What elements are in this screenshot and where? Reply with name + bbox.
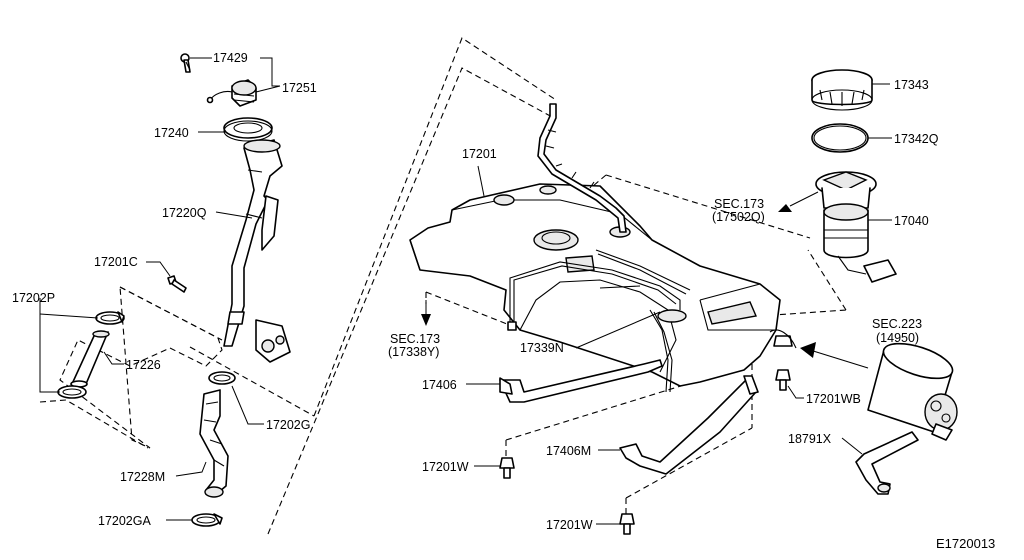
label-17202ga: 17202GA — [98, 514, 151, 528]
bolt-17201w-a — [499, 457, 515, 479]
label-18791x: 18791X — [788, 432, 832, 446]
part-labels: 17429 17251 17240 17220Q 17201C 17202P 1… — [12, 51, 995, 551]
label-17339n: 17339N — [520, 341, 564, 355]
label-17226: 17226 — [126, 358, 161, 372]
hose-clamp-lower — [57, 385, 87, 399]
tank-fuel-lines — [507, 249, 691, 393]
leader-lines — [39, 57, 892, 525]
label-17406m: 17406M — [546, 444, 591, 458]
filler-cap — [206, 79, 257, 107]
arrow-sec173-right — [778, 191, 819, 212]
hose-17226 — [70, 330, 110, 388]
label-17342q: 17342Q — [894, 132, 939, 146]
hose-clamp-17202ga — [191, 513, 223, 527]
canister-hose-18791x — [855, 431, 919, 495]
hose-clamp-17202g — [208, 371, 236, 385]
label-sec173-right-1: SEC.173 — [714, 197, 764, 211]
label-17202g: 17202G — [266, 418, 310, 432]
dashed-group-main — [267, 37, 557, 535]
label-sec173-left-2: (17338Y) — [388, 345, 439, 359]
arrow-sec173-left — [421, 300, 431, 326]
dashed-group-bolts — [505, 363, 753, 514]
pump-lock-ring — [811, 69, 873, 111]
label-17240: 17240 — [154, 126, 189, 140]
fuel-pump-module — [815, 171, 897, 283]
bolt-17201c — [167, 275, 187, 293]
hose-17228m — [199, 389, 229, 498]
label-sec173-right-2: (17502Q) — [712, 210, 765, 224]
label-sec173-left-1: SEC.173 — [390, 332, 440, 346]
label-17228m: 17228M — [120, 470, 165, 484]
fuel-tank — [409, 183, 781, 387]
label-sec223-2: (14950) — [876, 331, 919, 345]
dashed-sec173-left — [425, 291, 513, 327]
evap-vent-hose — [537, 103, 627, 233]
dashed-group-filler — [59, 286, 223, 449]
tank-strap-17406 — [499, 359, 663, 403]
label-sec223-1: SEC.223 — [872, 317, 922, 331]
dashed-group-tank-right — [585, 174, 847, 317]
bolt-17201wb — [769, 329, 797, 391]
label-17040: 17040 — [894, 214, 929, 228]
label-17251: 17251 — [282, 81, 317, 95]
label-17406: 17406 — [422, 378, 457, 392]
filler-tube — [223, 139, 291, 363]
hose-clamp-upper — [95, 311, 125, 325]
evap-canister — [867, 342, 958, 441]
bolt-17201w-b — [619, 513, 635, 535]
pump-o-ring — [811, 123, 869, 153]
label-17429: 17429 — [213, 51, 248, 65]
tank-strap-17406m — [619, 375, 759, 475]
diagram-code: E1720013 — [936, 536, 995, 551]
label-17343: 17343 — [894, 78, 929, 92]
label-17201wb: 17201WB — [806, 392, 861, 406]
label-17201c: 17201C — [94, 255, 138, 269]
filler-seal-ring — [223, 117, 273, 142]
dashed-group-hose — [39, 286, 315, 449]
label-17201w-b: 17201W — [546, 518, 593, 532]
label-17220q: 17220Q — [162, 206, 207, 220]
label-17202p: 17202P — [12, 291, 55, 305]
filler-cap-bolt — [180, 53, 191, 73]
arrow-sec223 — [800, 342, 869, 369]
label-17201: 17201 — [462, 147, 497, 161]
label-17201w-a: 17201W — [422, 460, 469, 474]
